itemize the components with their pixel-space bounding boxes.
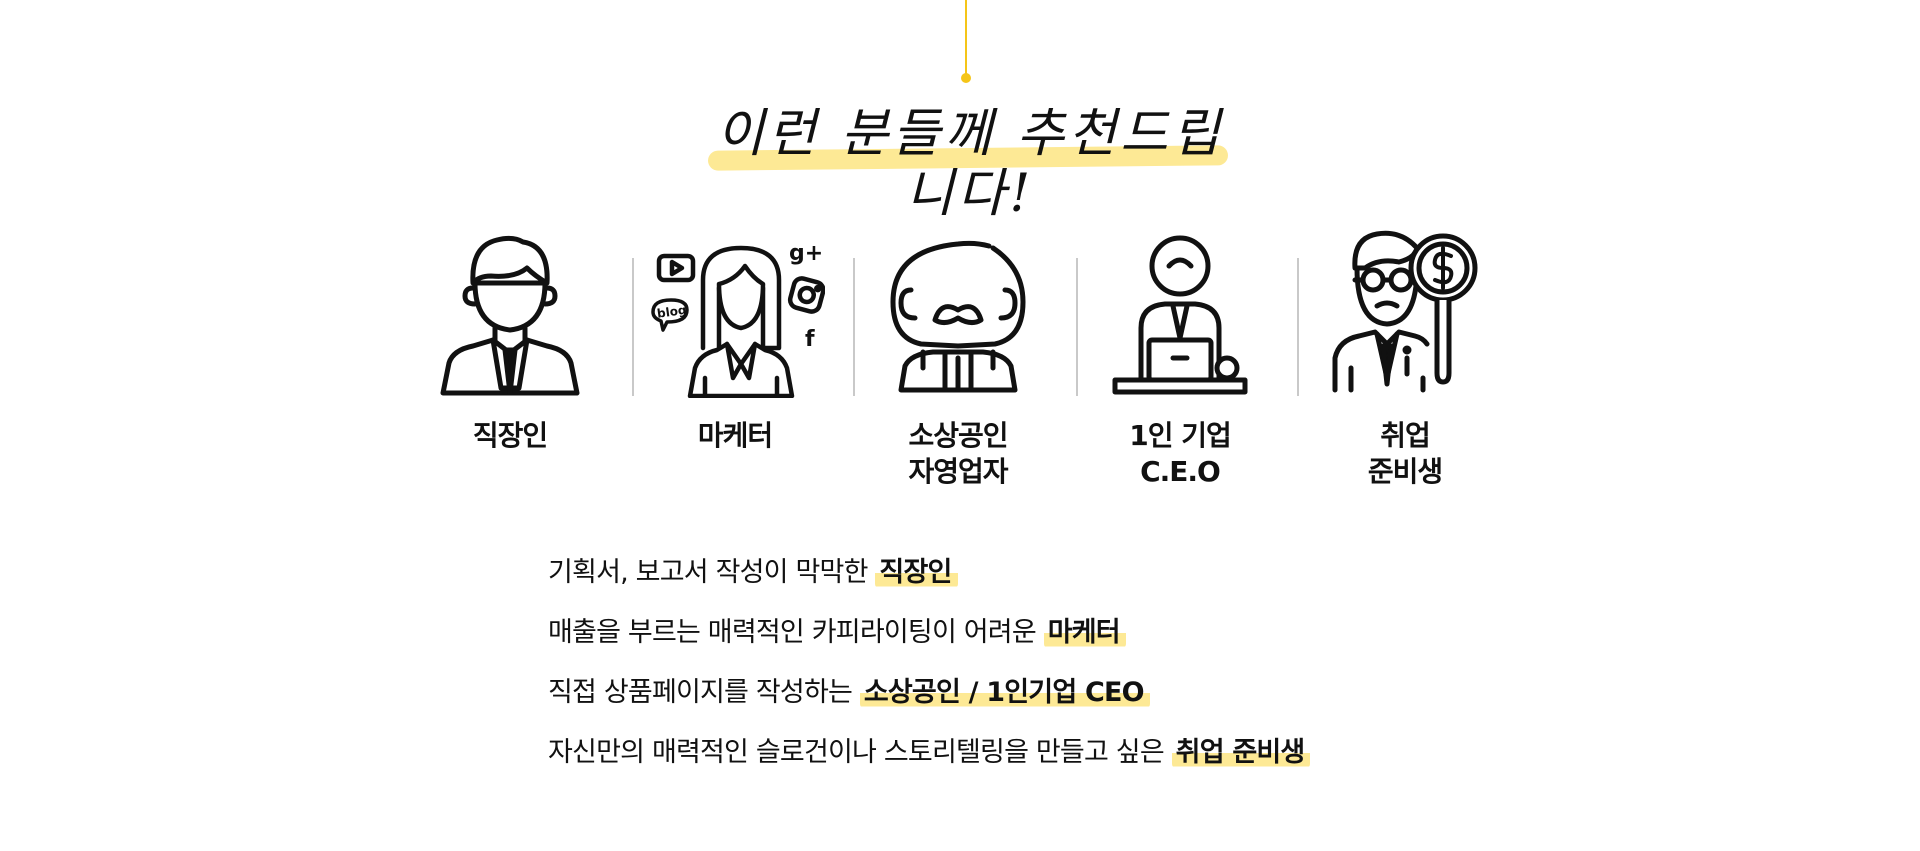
facebook-icon: f <box>805 327 815 352</box>
description-text: 기획서, 보고서 작성이 막막한 <box>548 557 876 588</box>
divider <box>632 258 634 396</box>
description-highlight: 취업 준비생 <box>1171 737 1311 768</box>
description-highlight: 소상공인 / 1인기업 CEO <box>859 677 1150 708</box>
job-seeker-icon <box>1332 230 1478 393</box>
google-plus-icon: g+ <box>789 241 823 266</box>
list-item: 직접 상품페이지를 작성하는 소상공인 / 1인기업 CEO <box>548 672 1448 732</box>
persona-row: 직장인 blog g+ f 마케터 <box>420 228 1540 498</box>
divider <box>1297 258 1299 396</box>
persona-small-business-owner: 소상공인 자영업자 <box>868 228 1048 498</box>
description-highlight: 마케터 <box>1043 617 1126 648</box>
persona-marketer: blog g+ f 마케터 <box>645 228 825 498</box>
persona-label: 1인 기업 C.E.O <box>1129 419 1232 488</box>
description-text: 직접 상품페이지를 작성하는 <box>548 677 860 708</box>
description-text: 매출을 부르는 매력적인 카피라이팅이 어려운 <box>548 617 1044 648</box>
list-item: 매출을 부르는 매력적인 카피라이팅이 어려운 마케터 <box>548 612 1448 672</box>
solo-ceo-icon <box>1112 235 1248 395</box>
description-highlight: 직장인 <box>875 557 958 588</box>
marketer-icon: blog g+ f <box>651 241 825 398</box>
list-item: 자신만의 매력적인 슬로건이나 스토리텔링을 만들고 싶은 취업 준비생 <box>548 732 1448 792</box>
list-item: 기획서, 보고서 작성이 막막한 직장인 <box>548 552 1448 612</box>
office-worker-icon <box>440 235 580 396</box>
divider <box>853 258 855 396</box>
description-text: 자신만의 매력적인 슬로건이나 스토리텔링을 만들고 싶은 <box>548 737 1172 768</box>
persona-label: 소상공인 자영업자 <box>908 419 1008 488</box>
persona-job-seeker: 취업 준비생 <box>1315 228 1495 498</box>
persona-label: 직장인 <box>472 419 548 452</box>
small-business-owner-icon <box>890 240 1026 393</box>
blog-icon-text: blog <box>656 303 687 321</box>
persona-solo-ceo: 1인 기업 C.E.O <box>1090 228 1270 498</box>
headline-block: 이런 분들께 추천드립니다! <box>700 100 1240 224</box>
connector-dot <box>961 73 971 83</box>
divider <box>1076 258 1078 396</box>
description-list: 기획서, 보고서 작성이 막막한 직장인 매출을 부르는 매력적인 카피라이팅이… <box>548 552 1448 792</box>
headline: 이런 분들께 추천드립니다! <box>716 104 1224 224</box>
persona-label: 취업 준비생 <box>1367 419 1443 488</box>
persona-label: 마케터 <box>697 419 773 452</box>
persona-office-worker: 직장인 <box>420 228 600 498</box>
connector-line <box>965 0 967 76</box>
